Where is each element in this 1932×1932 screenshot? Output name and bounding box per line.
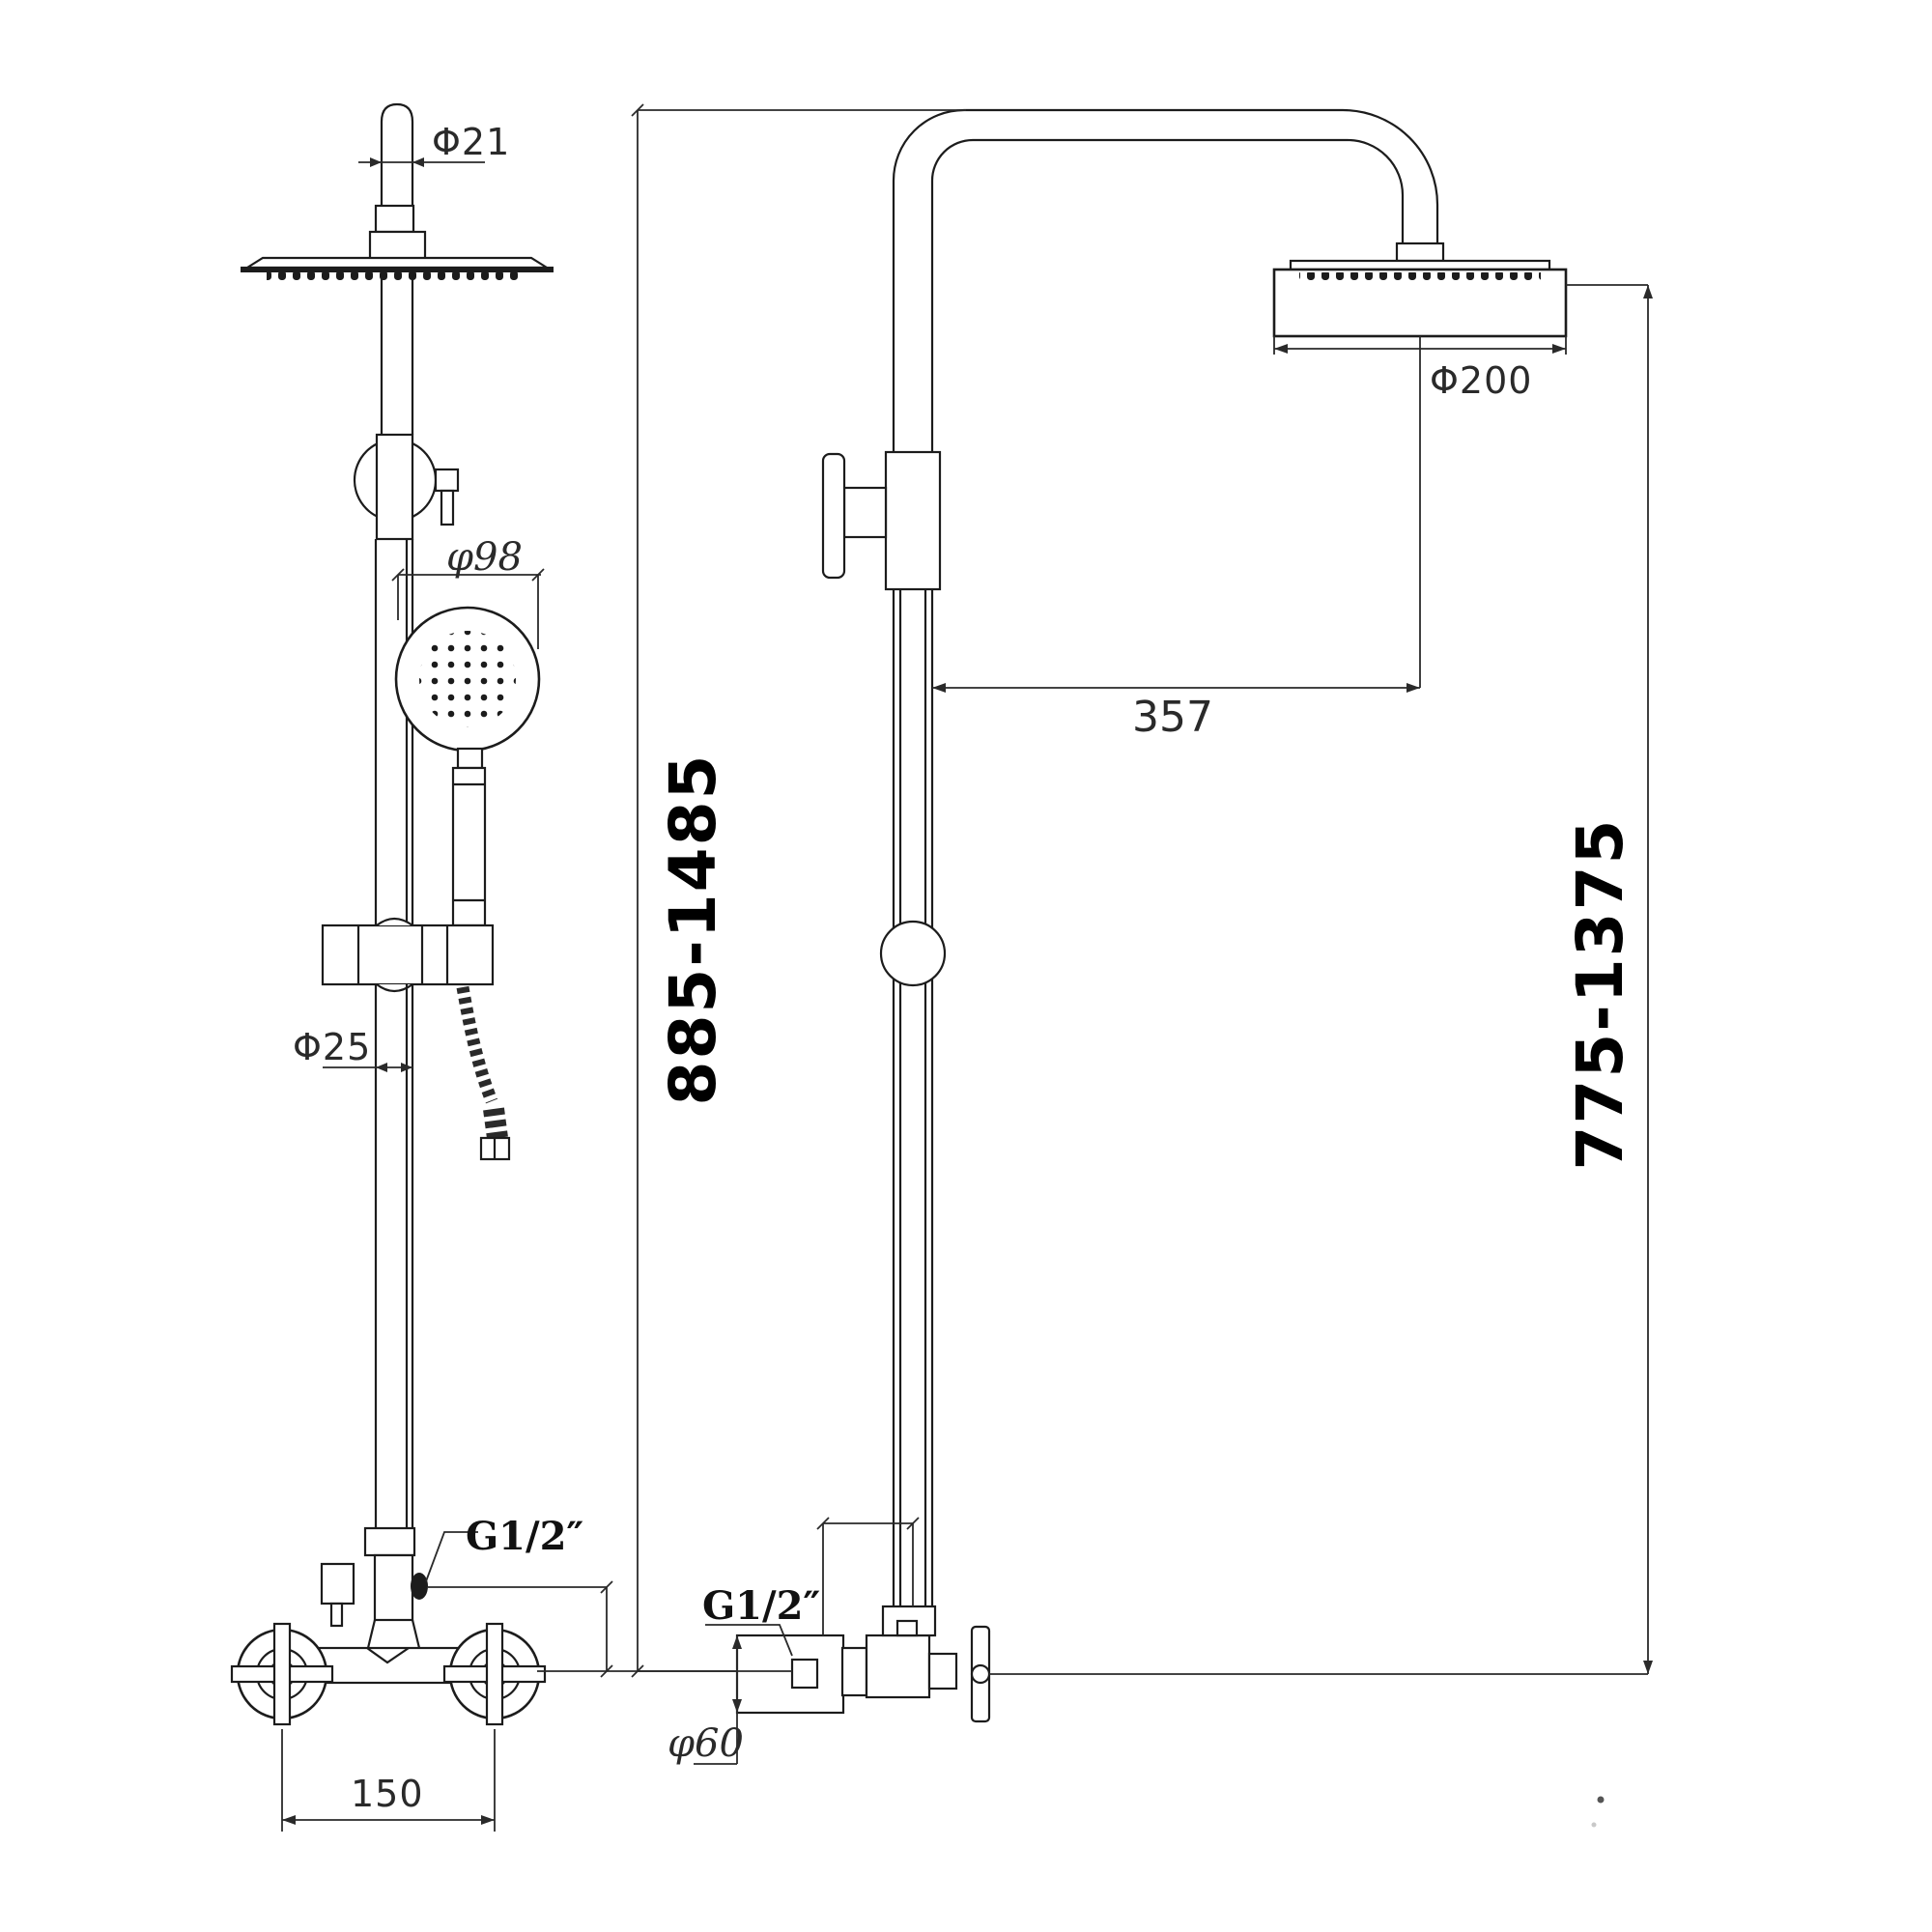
- slider-bracket: [321, 917, 495, 993]
- cross-handle-right: [442, 1622, 547, 1726]
- dim-hand-shower-diameter: [391, 568, 545, 649]
- head-mount-base: [368, 230, 427, 261]
- wall-flange: [735, 1634, 845, 1715]
- label-arm-reach: 357: [1132, 693, 1213, 742]
- dim-side-height-range: [989, 284, 1653, 1675]
- label-head-diameter: Φ200: [1430, 359, 1532, 402]
- inlet-port-front: [411, 1573, 428, 1600]
- inlet-port-side: [790, 1658, 819, 1690]
- label-side-height-range: 775-1375: [1563, 818, 1637, 1171]
- nozzle-row-side: [1299, 272, 1541, 283]
- dim-flange-diameter: [694, 1635, 742, 1765]
- gooseneck-arm: [892, 108, 1439, 452]
- label-handle-spacing: 150: [351, 1773, 424, 1815]
- dim-riser-diameter: [323, 1063, 412, 1072]
- hand-shower-grip: [451, 766, 487, 927]
- hand-shower-neck: [456, 747, 484, 770]
- labels: Φ21 φ98 Φ25 G1/2″ 150 885-1485 Φ200 357 …: [293, 121, 1637, 1815]
- slider-knob-side: [879, 920, 947, 987]
- label-top-pipe-diameter: Φ21: [432, 121, 510, 163]
- head-stem-flange: [1395, 242, 1445, 263]
- bracket-side-inlet: [816, 1517, 920, 1635]
- print-speck: [1597, 1796, 1605, 1804]
- front-view: [230, 102, 554, 1726]
- diverter-knob-side: [821, 450, 942, 591]
- cross-handle-left: [230, 1622, 334, 1726]
- diverter-valve: [353, 433, 460, 541]
- leader-side-inlet: [705, 1624, 793, 1657]
- dim-front-height-range: [631, 103, 966, 1678]
- spout-stub: [320, 1562, 355, 1605]
- hand-shower: [394, 606, 541, 927]
- label-side-inlet-thread: G1/2″: [702, 1583, 820, 1629]
- leader-front-inlet: [425, 1531, 478, 1582]
- nozzle-row: [267, 272, 518, 284]
- print-speck-faint: [1591, 1822, 1597, 1828]
- label-flange-diameter: φ60: [668, 1721, 744, 1766]
- side-view: [735, 108, 1568, 1723]
- dimensions: [281, 103, 1653, 1832]
- dim-top-pipe-diameter: [358, 157, 485, 167]
- label-front-inlet-thread: G1/2″: [466, 1514, 583, 1559]
- dim-arm-reach: [932, 336, 1421, 693]
- diverter-lever: [434, 468, 460, 493]
- dim-handle-spacing: [281, 1729, 496, 1832]
- label-hand-shower-diameter: φ98: [446, 535, 523, 580]
- top-supply-pipe: [380, 102, 414, 206]
- pipe-collar: [374, 204, 415, 234]
- shower-hose: [456, 985, 511, 1161]
- label-riser-diameter: Φ25: [293, 1026, 371, 1068]
- valve-body-side: [865, 1634, 931, 1699]
- rain-shower-head-front: [241, 256, 554, 284]
- hex-nut: [840, 1646, 868, 1697]
- cross-handle-side: [970, 1625, 991, 1723]
- rain-shower-head-side: [1272, 259, 1568, 338]
- label-front-height-range: 885-1485: [656, 753, 730, 1106]
